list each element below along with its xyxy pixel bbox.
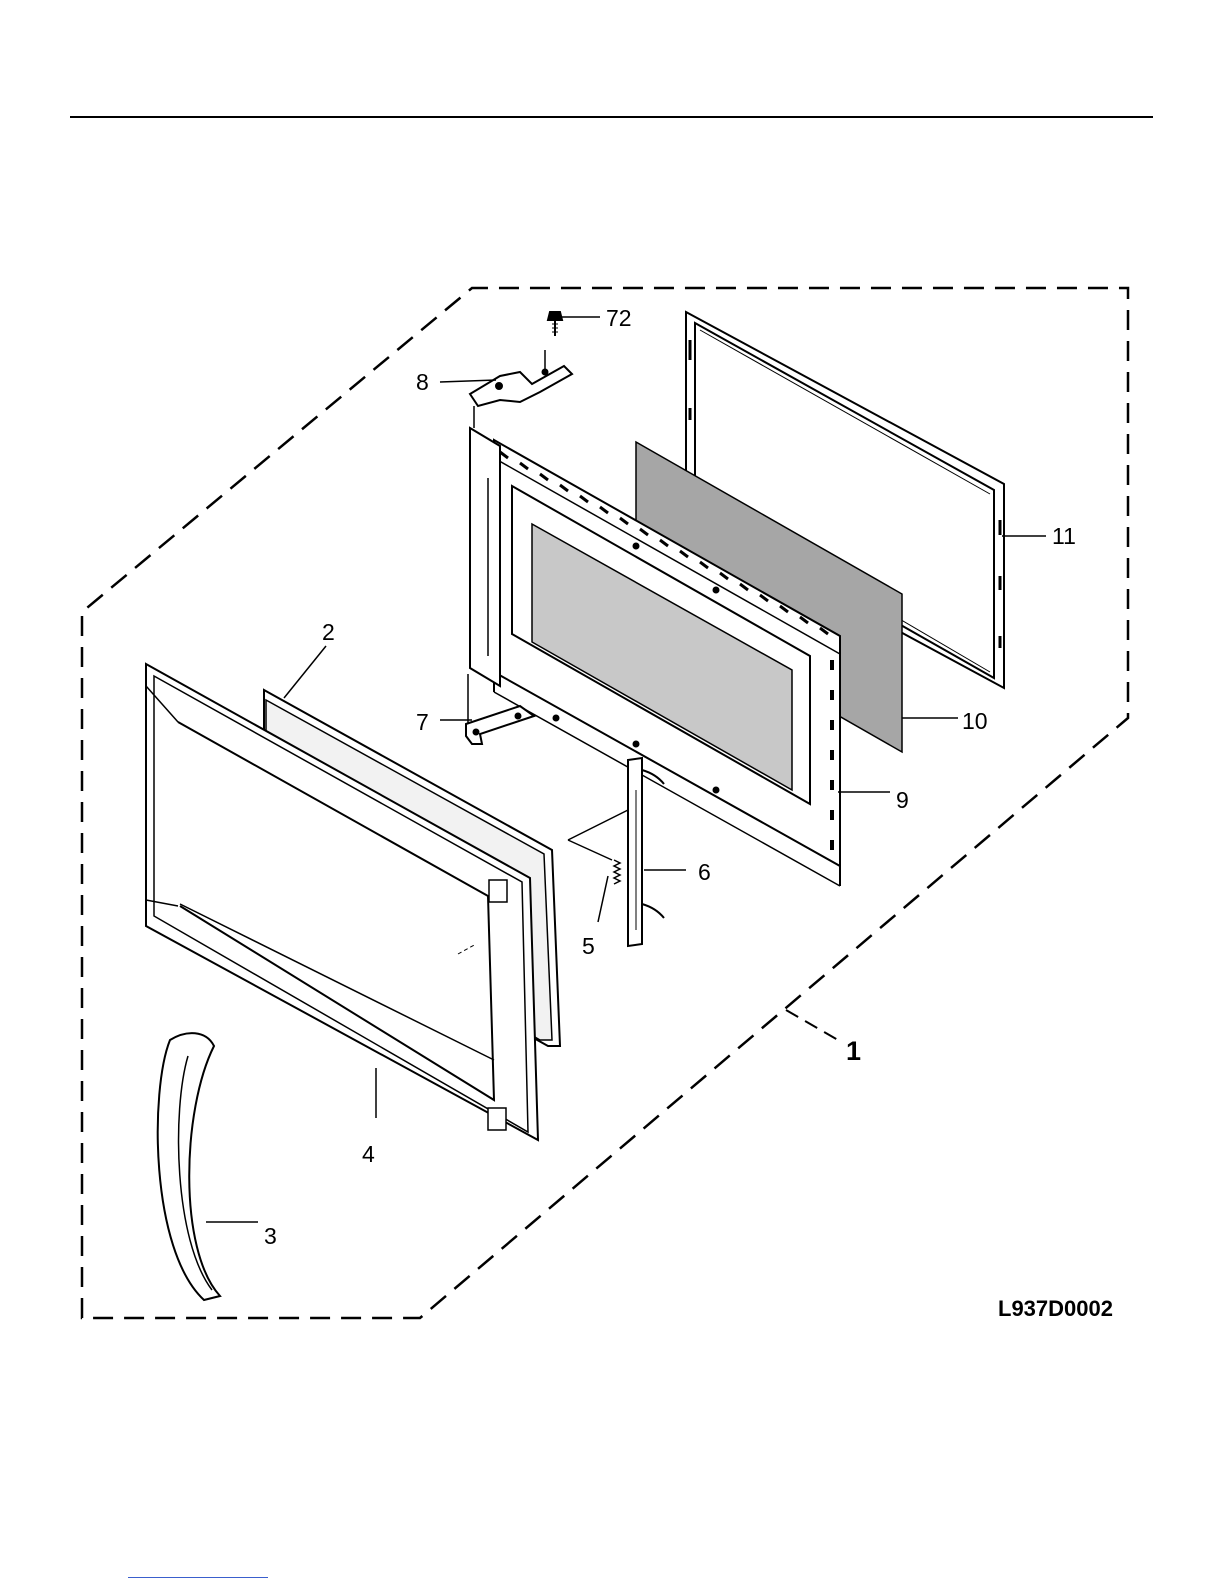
drawing-code: L937D0002 <box>998 1296 1113 1321</box>
part-3-door-handle <box>158 1033 220 1300</box>
part-72-screw <box>548 312 562 336</box>
callout-4: 4 <box>362 1141 375 1167</box>
callout-9: 9 <box>896 787 909 813</box>
callout-10: 10 <box>962 708 988 734</box>
part-8-upper-hinge <box>470 350 572 428</box>
callout-1: 1 <box>846 1036 861 1066</box>
callout-72: 72 <box>606 305 632 331</box>
callout-11: 11 <box>1052 523 1076 549</box>
frame-hinge-plate <box>470 428 500 686</box>
callout-6: 6 <box>698 859 711 885</box>
callout-3: 3 <box>264 1223 277 1249</box>
callout-7: 7 <box>416 709 429 735</box>
part-5-spring <box>568 810 628 884</box>
footer-link-underline <box>128 1577 268 1578</box>
part-6-latch <box>628 758 664 946</box>
callout-2: 2 <box>322 619 335 645</box>
callout-5: 5 <box>582 933 595 959</box>
callout-8: 8 <box>416 369 429 395</box>
